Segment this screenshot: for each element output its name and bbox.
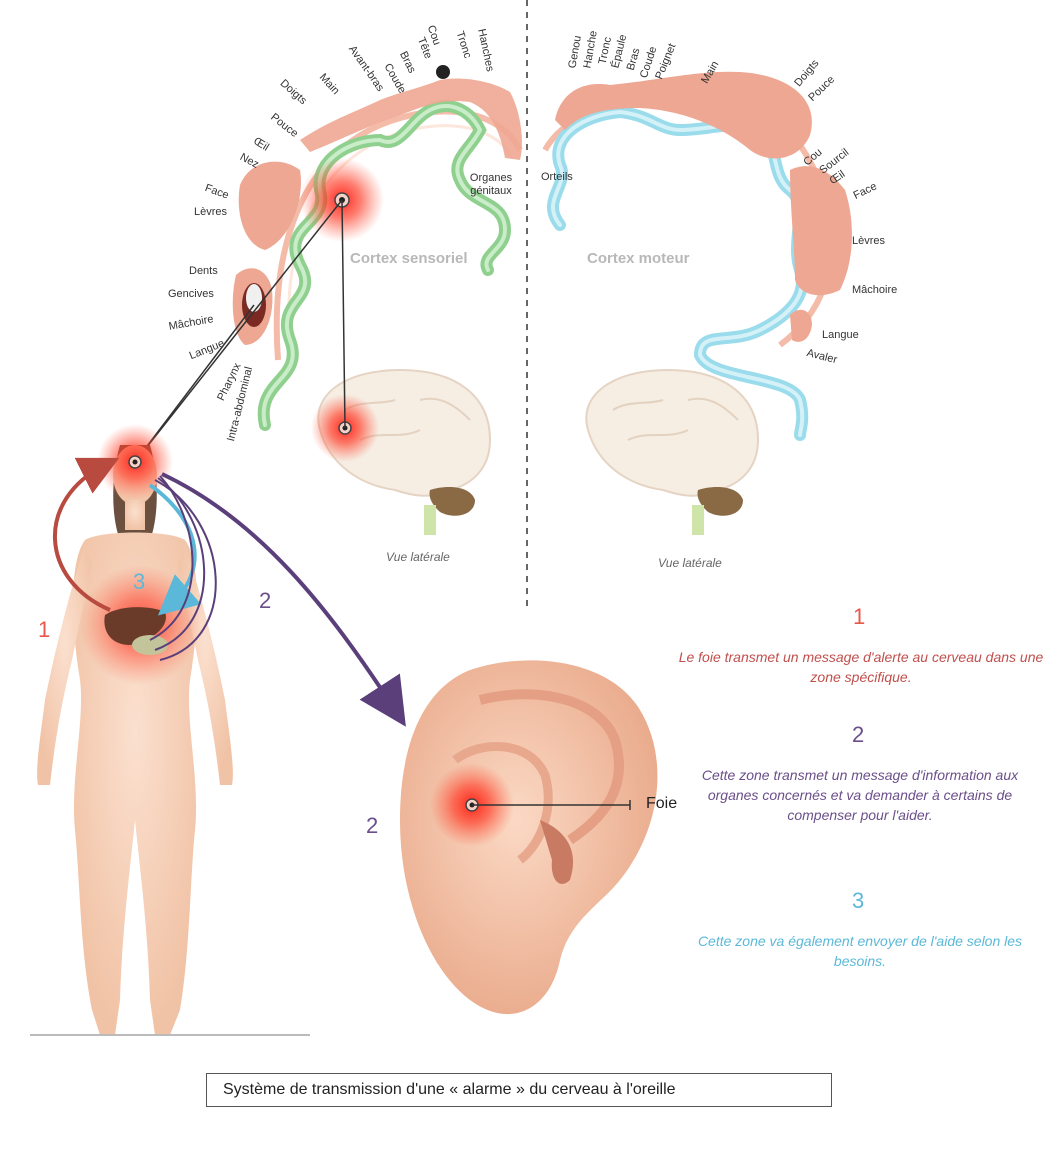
body-number-3: 3 (133, 569, 146, 594)
figure-caption: Système de transmission d'une « alarme »… (206, 1073, 832, 1107)
label-machoire-m: Mâchoire (852, 284, 898, 296)
cortex-motor-title: Cortex moteur (587, 250, 690, 267)
label-dents: Dents (189, 265, 218, 277)
label-langue-m: Langue (822, 329, 859, 341)
ear-number-2: 2 (366, 813, 379, 838)
step3-arrow (148, 483, 202, 616)
step3-number: 3 (852, 888, 865, 913)
label-gencives: Gencives (168, 288, 214, 300)
brain-right (585, 368, 760, 535)
label-organes-genitaux: Organes génitaux (469, 172, 513, 197)
step1-number: 1 (853, 604, 866, 629)
lateral-view-left: Vue latérale (386, 550, 450, 564)
step2-text: Cette zone transmet un message d'informa… (701, 767, 1019, 823)
body-number-2: 2 (259, 588, 272, 613)
lateral-view-right: Vue latérale (658, 556, 722, 570)
ear-label-foie: Foie (646, 795, 678, 812)
step1-text: Le foie transmet un message d'alerte au … (678, 649, 1044, 685)
motor-homunculus (555, 71, 812, 159)
connector-line (134, 199, 343, 463)
step1-arrow (53, 457, 120, 612)
body-number-1: 1 (38, 617, 51, 642)
sensory-homunculus (300, 78, 522, 160)
human-body (37, 445, 233, 1035)
label-levres-m: Lèvres (852, 235, 886, 247)
label-orteils: Orteils (541, 171, 573, 183)
sensory-cortex-arc (273, 108, 523, 361)
ear-illustration (400, 660, 658, 1015)
step2-arrow (161, 472, 406, 727)
step3-text: Cette zone va également envoyer de l'aid… (697, 933, 1023, 969)
cortex-sensory-title: Cortex sensoriel (350, 250, 468, 267)
step2-number: 2 (852, 722, 865, 747)
label-levres: Lèvres (194, 206, 228, 218)
